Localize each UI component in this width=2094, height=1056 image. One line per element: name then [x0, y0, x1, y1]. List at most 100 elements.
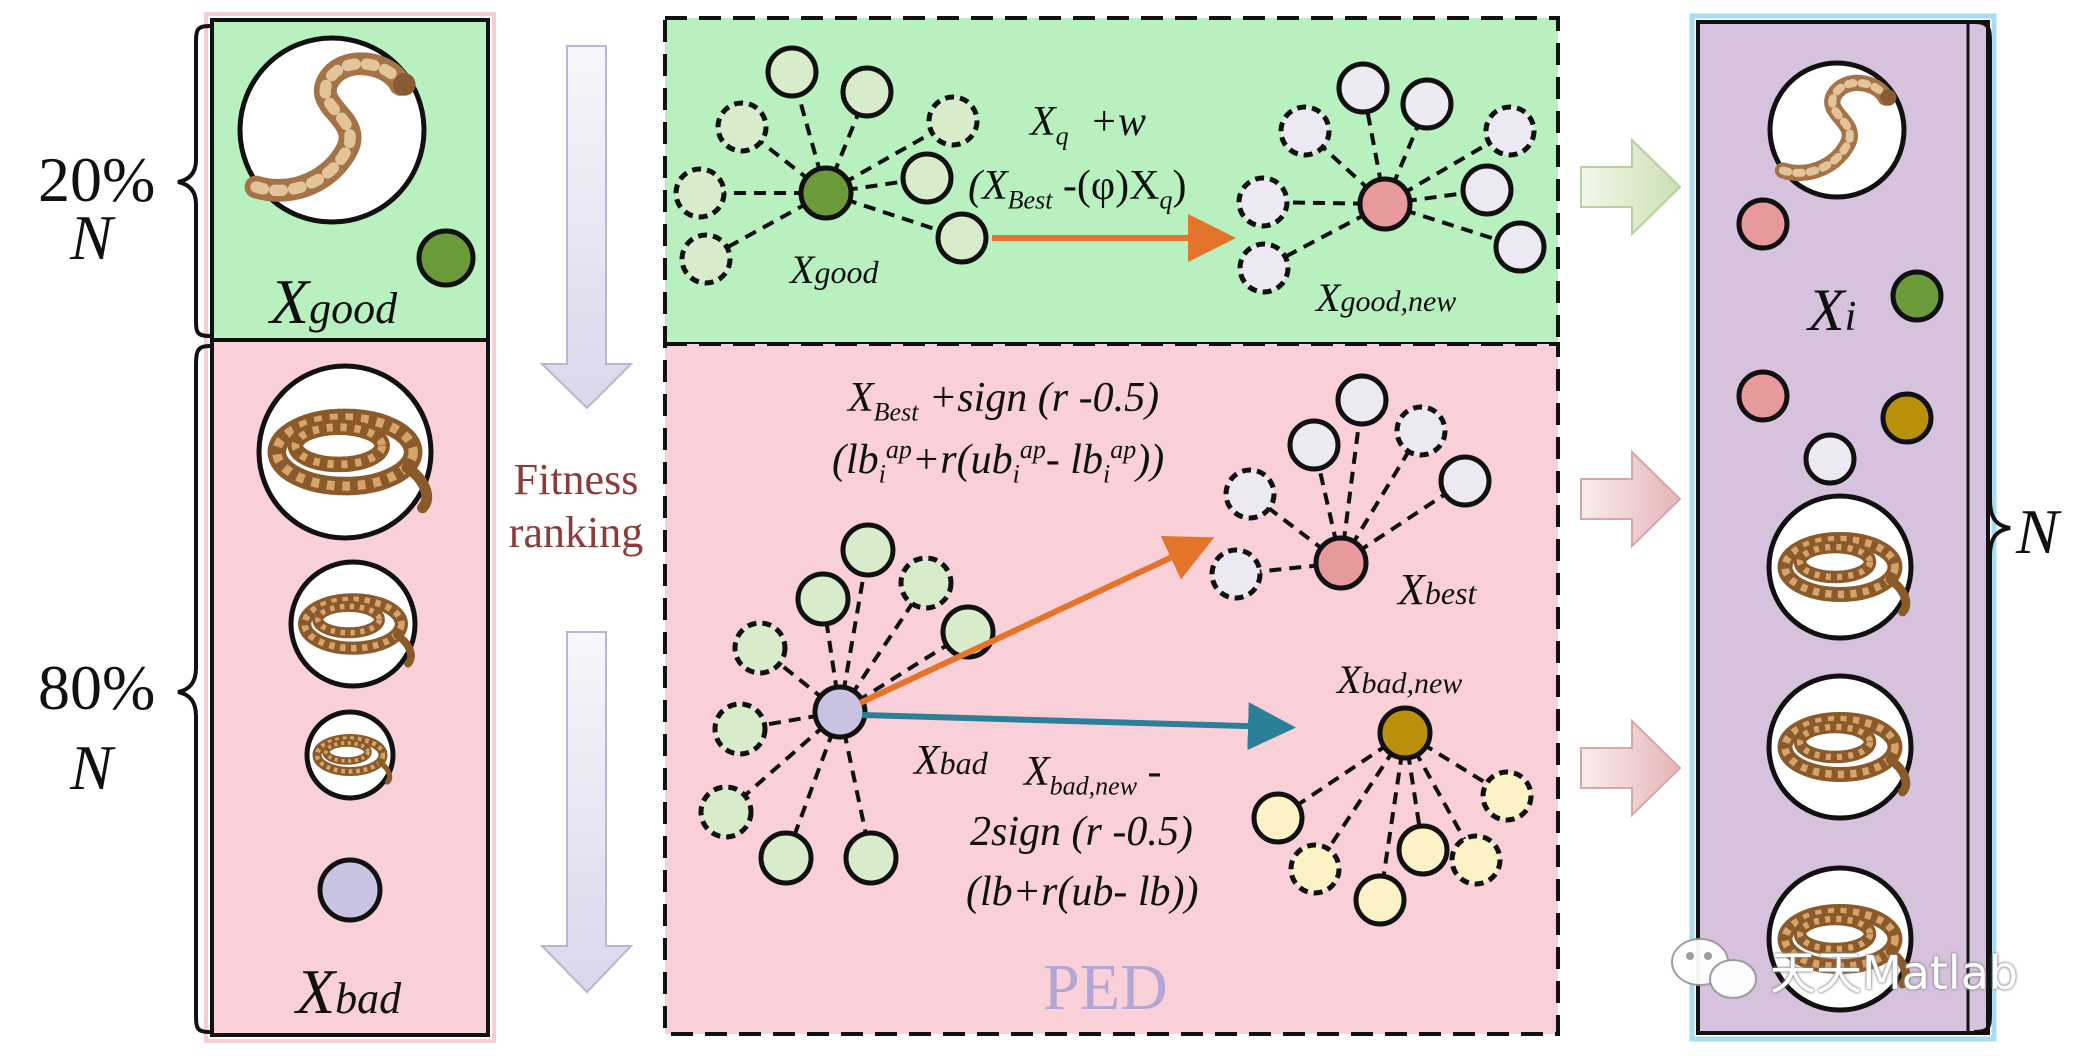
upper-f2-p9: )): [1136, 437, 1165, 483]
right-n-label: N: [2016, 496, 2059, 567]
top-source-sub: good: [814, 254, 879, 290]
lower-f1-b: -: [1137, 749, 1162, 795]
good-snake-circle: [237, 35, 424, 225]
new-snake-coil-1: [1766, 493, 1914, 641]
lower-f2: 2sign (r -0.5): [970, 809, 1193, 855]
bottom-n-label: N: [70, 732, 113, 803]
good-label-sub: good: [309, 284, 398, 333]
top-formula-line2: (XBest -(φ)Xq): [968, 160, 1186, 217]
badnew-main: X: [1337, 657, 1362, 702]
goodnew-star-nodes: [1236, 61, 1547, 295]
xi-sub: i: [1844, 294, 1857, 340]
upper-f1-sub: Best: [873, 397, 919, 427]
bad-label: Xbad: [296, 960, 401, 1024]
new-node-white: [1803, 432, 1857, 486]
top-target-label: Xgood,new: [1316, 278, 1456, 318]
new-node-green: [1890, 269, 1944, 323]
best-label: Xbest: [1398, 568, 1476, 612]
top-target-sub: good,new: [1340, 285, 1457, 318]
ranking-line1: Fitness: [513, 455, 639, 504]
new-node-gold: [1880, 391, 1934, 445]
new-node-pink-1: [1736, 197, 1790, 251]
upper-f2-p1: i: [878, 459, 886, 489]
bad-snake-small: [304, 709, 396, 801]
top-f1-b: +w: [1089, 99, 1147, 145]
xi-label: Xi: [1808, 280, 1856, 340]
right-arrow-bottom: [1580, 718, 1682, 818]
top-source-main: X: [790, 247, 815, 292]
badnew-sub: bad,new: [1361, 667, 1463, 700]
right-column-glow: [1689, 13, 1997, 1042]
bad-label-main: X: [296, 956, 336, 1027]
upper-f2-p7: i: [1102, 459, 1111, 489]
new-snake-top: [1767, 60, 1907, 200]
ranking-arrow-top: [539, 45, 634, 410]
best-sub: best: [1424, 575, 1477, 611]
good-star-nodes: [673, 45, 989, 286]
top-target-main: X: [1316, 275, 1341, 320]
ped-label: PED: [1043, 951, 1168, 1024]
top-f2-b: -(φ)X: [1062, 163, 1160, 209]
wechat-icon: [1671, 938, 1757, 999]
upper-f2-p2: ap: [885, 435, 912, 464]
upper-f2-p0: (lb: [832, 437, 879, 483]
right-arrow-middle: [1580, 449, 1682, 549]
upper-f2-p5: ap: [1019, 435, 1046, 464]
upper-f2-p6: - lb: [1045, 437, 1103, 483]
top-f2-a: (X: [968, 163, 1008, 209]
good-label-main: X: [270, 266, 310, 337]
good-label: Xgood: [270, 270, 397, 334]
upper-formula-line2: (lbiap+r(ubiap- lbiap)): [832, 434, 1164, 491]
exploration-panel: [663, 342, 1560, 1036]
bottom-bad-main: X: [914, 738, 940, 784]
top-f2-c: ): [1172, 163, 1187, 209]
ranking-arrow-bottom: [539, 631, 634, 994]
bad-label-sub: bad: [335, 974, 402, 1023]
top-f1-x: X: [1030, 99, 1056, 145]
brace-bottom: [177, 344, 211, 1034]
upper-formula-line1: XBest +sign (r -0.5): [848, 372, 1159, 429]
orange-arrow-to-best: [858, 535, 1215, 706]
right-arrow-top: [1580, 137, 1682, 237]
best-star-nodes: [1209, 373, 1492, 601]
top-f1-sub: q: [1055, 121, 1069, 151]
bottom-percent-label: 80%: [38, 652, 156, 723]
bad-node: [317, 857, 383, 923]
lower-f1-a: X: [1024, 749, 1050, 795]
upper-f2-p3: +r(ub: [911, 437, 1013, 483]
bottom-bad-label: Xbad: [914, 740, 988, 782]
top-source-label: Xgood: [790, 250, 878, 290]
lower-f1-sub: bad,new: [1049, 771, 1138, 801]
upper-f2-p8: ap: [1110, 435, 1137, 464]
top-n-label: N: [70, 202, 113, 273]
top-percent-label: 20%: [38, 144, 156, 215]
teal-arrow-to-badnew: [861, 702, 1296, 751]
best-main: X: [1398, 565, 1425, 614]
upper-f2-p4: i: [1012, 459, 1020, 489]
lower-formula-line1: Xbad,new -: [1024, 746, 1162, 803]
top-f2-sub1: Best: [1007, 185, 1053, 215]
good-node: [416, 228, 476, 288]
bad-star-nodes: [698, 522, 996, 886]
new-snake-coil-2: [1766, 673, 1914, 821]
xi-main: X: [1808, 277, 1845, 343]
brace-top: [177, 24, 211, 338]
top-formula-line1: Xq +w: [1030, 96, 1146, 153]
upper-f1-a: X: [848, 375, 874, 421]
badnew-star-nodes: [1251, 705, 1534, 927]
lower-formula-line2: 2sign (r -0.5): [970, 806, 1193, 859]
watermark: 天天Matlab: [1770, 946, 2019, 1000]
ranking-line2: ranking: [508, 507, 644, 557]
new-snake-coil-3: [1766, 865, 1914, 1013]
new-node-pink-2: [1736, 369, 1790, 423]
bad-snake-large: [256, 363, 431, 541]
brace-right: [1973, 20, 2011, 1034]
lower-f3: (lb+r(ub- lb)): [966, 869, 1199, 915]
left-column-glow: [204, 12, 496, 1043]
bottom-bad-sub: bad: [939, 745, 988, 781]
upper-f1-b: +sign (r -0.5): [928, 375, 1160, 421]
ranking-label: Fitness ranking: [486, 454, 666, 560]
lower-formula-line3: (lb+r(ub- lb)): [966, 866, 1198, 919]
bad-snake-medium: [288, 559, 415, 689]
